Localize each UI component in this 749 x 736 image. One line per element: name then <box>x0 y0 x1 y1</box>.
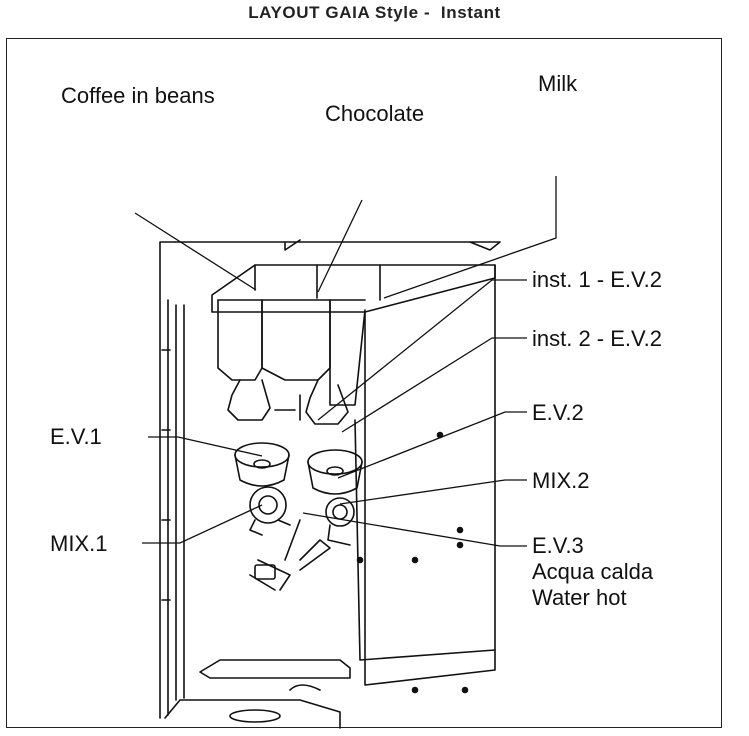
label-acqua-calda: Acqua calda <box>532 559 654 584</box>
spout-right <box>305 379 349 425</box>
leader-chocolate <box>317 199 363 293</box>
label-ev1: E.V.1 <box>50 424 102 449</box>
label-coffee-in-beans: Coffee in beans <box>61 83 215 108</box>
drip-tray <box>199 659 351 679</box>
label-ev3: E.V.3 <box>532 533 584 558</box>
mixer-bowl-2 <box>307 449 363 475</box>
label-mix2: MIX.2 <box>532 468 590 493</box>
leader-mix1 <box>142 504 263 544</box>
spout-left <box>227 379 271 421</box>
leader-coffee <box>134 212 257 291</box>
label-ev3-group: E.V.3 Acqua calda Water hot <box>532 533 653 611</box>
diagram-frame <box>6 38 722 728</box>
cabinet-top-rim <box>174 239 501 251</box>
mixer-motor-2 <box>325 497 355 527</box>
leader-inst2 <box>341 337 527 433</box>
left-side-panel <box>159 241 185 719</box>
water-pipe <box>249 519 331 591</box>
label-inst2-ev2: inst. 2 - E.V.2 <box>532 326 663 351</box>
leader-ev3 <box>302 512 527 547</box>
canister-milk <box>329 299 366 406</box>
right-body-panel <box>364 264 496 686</box>
leader-milk <box>383 176 557 299</box>
label-inst1-ev2: inst. 1 - E.V.2 <box>532 267 663 292</box>
leader-ev1 <box>148 436 263 457</box>
leader-ev2 <box>337 411 527 479</box>
leader-inst1 <box>317 279 527 421</box>
label-milk: Milk <box>538 71 578 96</box>
label-ev2: E.V.2 <box>532 400 584 425</box>
label-water-hot: Water hot <box>532 585 627 610</box>
label-chocolate: Chocolate <box>325 101 425 126</box>
mixer-bowl-1 <box>234 442 290 468</box>
leader-mix2 <box>339 479 527 505</box>
page-title: LAYOUT GAIA Style - Instant <box>248 3 501 22</box>
label-mix1: MIX.1 <box>50 531 108 556</box>
mixer-motor-1 <box>249 486 287 524</box>
